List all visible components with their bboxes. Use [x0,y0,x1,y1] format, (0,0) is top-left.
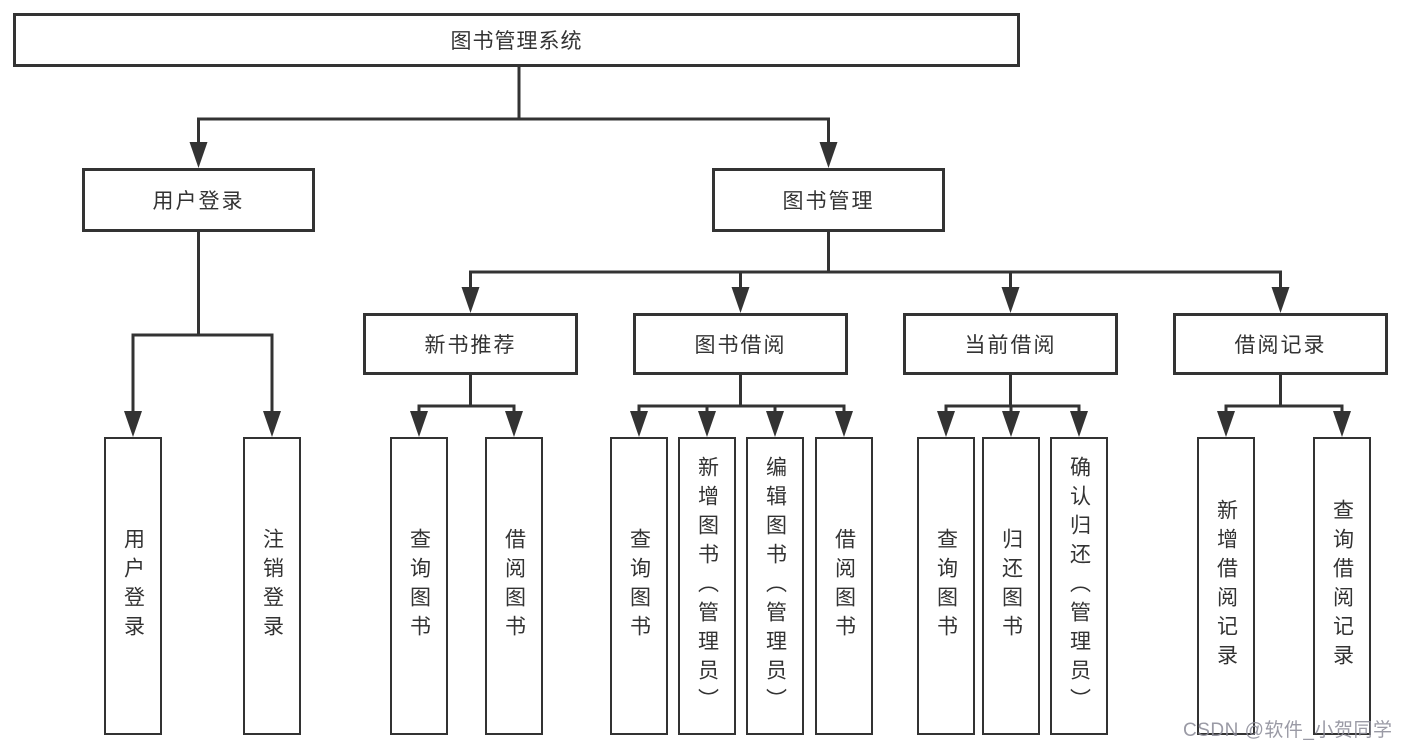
leaf-confirm-return-admin: 确认归还（管理员） [1050,437,1108,735]
leaf-recommend-query-books: 查询图书 [390,437,448,735]
node-user-login-label: 用户登录 [152,190,245,213]
node-book-management-label: 图书管理 [782,190,875,213]
node-user-login: 用户登录 [82,168,315,232]
leaf-logout-label: 注销登录 [260,528,284,644]
leaf-current-query-books-label: 查询图书 [934,528,958,644]
node-borrow-records-label: 借阅记录 [1234,334,1327,357]
leaf-edit-books-admin: 编辑图书（管理员） [746,437,804,735]
leaf-borrow-books-label: 借阅图书 [832,528,856,644]
leaf-borrow-books: 借阅图书 [815,437,873,735]
leaf-add-borrow-record: 新增借阅记录 [1197,437,1255,735]
leaf-logout: 注销登录 [243,437,301,735]
leaf-edit-books-admin-label: 编辑图书（管理员） [763,455,787,717]
node-root: 图书管理系统 [13,13,1020,67]
leaf-recommend-query-books-label: 查询图书 [407,528,431,644]
leaf-user-login-label: 用户登录 [121,528,145,644]
node-current-borrow: 当前借阅 [903,313,1118,375]
leaf-query-borrow-record: 查询借阅记录 [1313,437,1371,735]
leaf-return-books-label: 归还图书 [999,528,1023,644]
leaf-recommend-borrow-books-label: 借阅图书 [502,528,526,644]
leaf-confirm-return-admin-label: 确认归还（管理员） [1067,455,1091,717]
node-root-label: 图书管理系统 [450,30,583,53]
leaf-recommend-borrow-books: 借阅图书 [485,437,543,735]
leaf-borrow-query-books-label: 查询图书 [627,528,651,644]
node-book-borrow: 图书借阅 [633,313,848,375]
leaf-add-books-admin: 新增图书（管理员） [678,437,736,735]
node-new-book-recommend: 新书推荐 [363,313,578,375]
node-new-book-recommend-label: 新书推荐 [424,334,517,357]
node-book-borrow-label: 图书借阅 [694,334,787,357]
leaf-borrow-query-books: 查询图书 [610,437,668,735]
node-borrow-records: 借阅记录 [1173,313,1388,375]
node-book-management: 图书管理 [712,168,945,232]
leaf-add-books-admin-label: 新增图书（管理员） [695,455,719,717]
node-current-borrow-label: 当前借阅 [964,334,1057,357]
leaf-query-borrow-record-label: 查询借阅记录 [1330,499,1354,673]
leaf-user-login: 用户登录 [104,437,162,735]
leaf-add-borrow-record-label: 新增借阅记录 [1214,499,1238,673]
leaf-return-books: 归还图书 [982,437,1040,735]
leaf-current-query-books: 查询图书 [917,437,975,735]
